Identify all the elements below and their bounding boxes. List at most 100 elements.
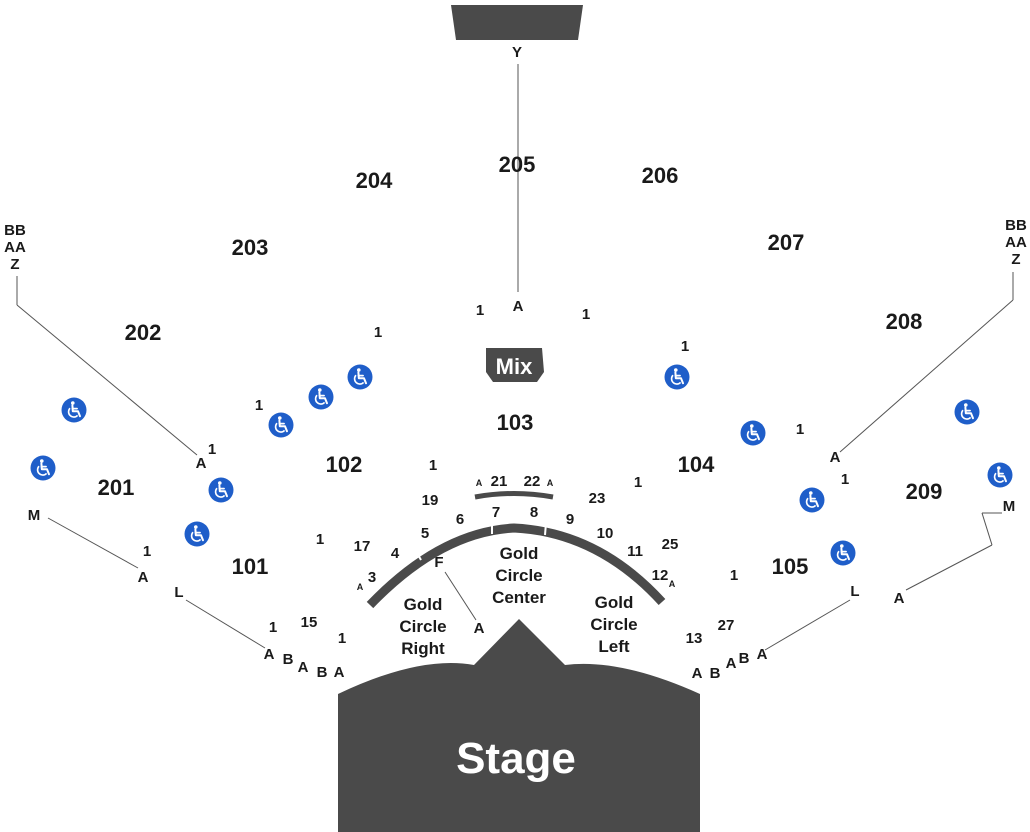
- wheelchair-icon: [829, 539, 857, 567]
- seat-number: 1: [634, 474, 642, 491]
- seat-number: 19: [422, 492, 439, 509]
- section-209[interactable]: 209: [906, 479, 943, 504]
- section-103[interactable]: 103: [497, 410, 534, 435]
- gold-circle-right-label[interactable]: Gold: [404, 595, 443, 614]
- row-label-f: F: [434, 554, 443, 571]
- seat-number: 15: [301, 614, 318, 631]
- gold-circle-center-label[interactable]: Gold: [500, 544, 539, 563]
- front-row-bar: [474, 491, 554, 500]
- row-label-l-105: L: [850, 583, 859, 600]
- seat-number: 22: [524, 473, 541, 490]
- row-label-m-201: M: [28, 507, 41, 524]
- row-label-z-left: Z: [10, 256, 19, 273]
- wheelchair-icon: [953, 398, 981, 426]
- gold-circle-left-label[interactable]: Gold: [595, 593, 634, 612]
- gold-circle-right-label[interactable]: Circle: [399, 617, 446, 636]
- seat-number: 11: [627, 543, 643, 560]
- seat-number: 23: [589, 490, 606, 507]
- seat-number: 7: [492, 504, 500, 521]
- seat-number: 5: [421, 525, 429, 542]
- row-label-y: Y: [512, 44, 522, 61]
- wheelchair-icon: [60, 396, 88, 424]
- stage: [338, 619, 700, 832]
- stage-label: Stage: [456, 734, 576, 783]
- row-label-a-small: A: [547, 478, 554, 488]
- row-label-a-gc-right: A: [474, 620, 485, 637]
- seat-number: 1: [582, 306, 590, 323]
- seat-number: 4: [391, 545, 400, 562]
- row-label-a-205: A: [513, 298, 524, 315]
- section-207[interactable]: 207: [768, 230, 805, 255]
- section-208[interactable]: 208: [886, 309, 923, 334]
- wheelchair-icon: [29, 454, 57, 482]
- row-label-z-right: Z: [1011, 251, 1020, 268]
- row-label-a-small: A: [357, 582, 364, 592]
- seat-number: 1: [374, 324, 382, 341]
- row-label-a: A: [264, 646, 275, 663]
- seat-number: 1: [429, 457, 437, 474]
- row-label-a-209: A: [894, 590, 905, 607]
- wheelchair-icon: [798, 486, 826, 514]
- section-202[interactable]: 202: [125, 320, 162, 345]
- seat-number: 27: [718, 617, 735, 634]
- wheelchair-icon: [986, 461, 1014, 489]
- row-label-a-201: A: [138, 569, 149, 586]
- row-label-l-101: L: [174, 584, 183, 601]
- wheelchair-icon: [207, 476, 235, 504]
- gold-circle-left-label[interactable]: Circle: [590, 615, 637, 634]
- row-label-a-202: A: [196, 455, 207, 472]
- row-label-b: B: [739, 650, 750, 667]
- gold-circle-center-label[interactable]: Circle: [495, 566, 542, 585]
- row-label-a: A: [692, 665, 703, 682]
- section-206[interactable]: 206: [642, 163, 679, 188]
- row-label-m-209: M: [1003, 498, 1016, 515]
- wheelchair-icon: [663, 363, 691, 391]
- gold-circle-right-label[interactable]: Right: [401, 639, 445, 658]
- row-label-bb-left: BB: [4, 222, 26, 239]
- row-label-aa-right: AA: [1005, 234, 1027, 251]
- row-label-b: B: [283, 651, 294, 668]
- section-201[interactable]: 201: [98, 475, 135, 500]
- seat-number: 1: [255, 397, 263, 414]
- seat-number: 8: [530, 504, 538, 521]
- seat-number: 1: [316, 531, 324, 548]
- wheelchair-icon: [183, 520, 211, 548]
- seat-number: 13: [686, 630, 703, 647]
- seat-number: 10: [597, 525, 614, 542]
- mix-label: Mix: [496, 354, 533, 379]
- wheelchair-icon: [267, 411, 295, 439]
- row-label-a-small: A: [669, 579, 676, 589]
- mix-booth: [486, 348, 544, 382]
- row-label-a: A: [757, 646, 768, 663]
- section-105[interactable]: 105: [772, 554, 809, 579]
- seat-number: 3: [368, 569, 376, 586]
- seat-number: 1: [269, 619, 277, 636]
- seat-number: 9: [566, 511, 574, 528]
- seat-number: 25: [662, 536, 679, 553]
- row-label-a: A: [726, 655, 737, 672]
- wheelchair-icon: [307, 383, 335, 411]
- seat-number: 1: [476, 302, 484, 319]
- gold-circle-left-label[interactable]: Left: [598, 637, 630, 656]
- seat-number: 1: [796, 421, 804, 438]
- seat-number: 1: [681, 338, 689, 355]
- section-102[interactable]: 102: [326, 452, 363, 477]
- gold-circle-center-label[interactable]: Center: [492, 588, 546, 607]
- section-205[interactable]: 205: [499, 152, 536, 177]
- row-label-a: A: [298, 659, 309, 676]
- section-101[interactable]: 101: [232, 554, 269, 579]
- row-label-aa-left: AA: [4, 239, 26, 256]
- row-label-a-208: A: [830, 449, 841, 466]
- seat-number: 1: [841, 471, 849, 488]
- section-203[interactable]: 203: [232, 235, 269, 260]
- seat-number: 1: [143, 543, 151, 560]
- section-204[interactable]: 204: [356, 168, 393, 193]
- section-104[interactable]: 104: [678, 452, 715, 477]
- seat-number: 21: [491, 473, 508, 490]
- seat-number: 1: [730, 567, 738, 584]
- row-label-b: B: [317, 664, 328, 681]
- row-label-bb-right: BB: [1005, 217, 1027, 234]
- wheelchair-icon: [346, 363, 374, 391]
- seat-number: 6: [456, 511, 464, 528]
